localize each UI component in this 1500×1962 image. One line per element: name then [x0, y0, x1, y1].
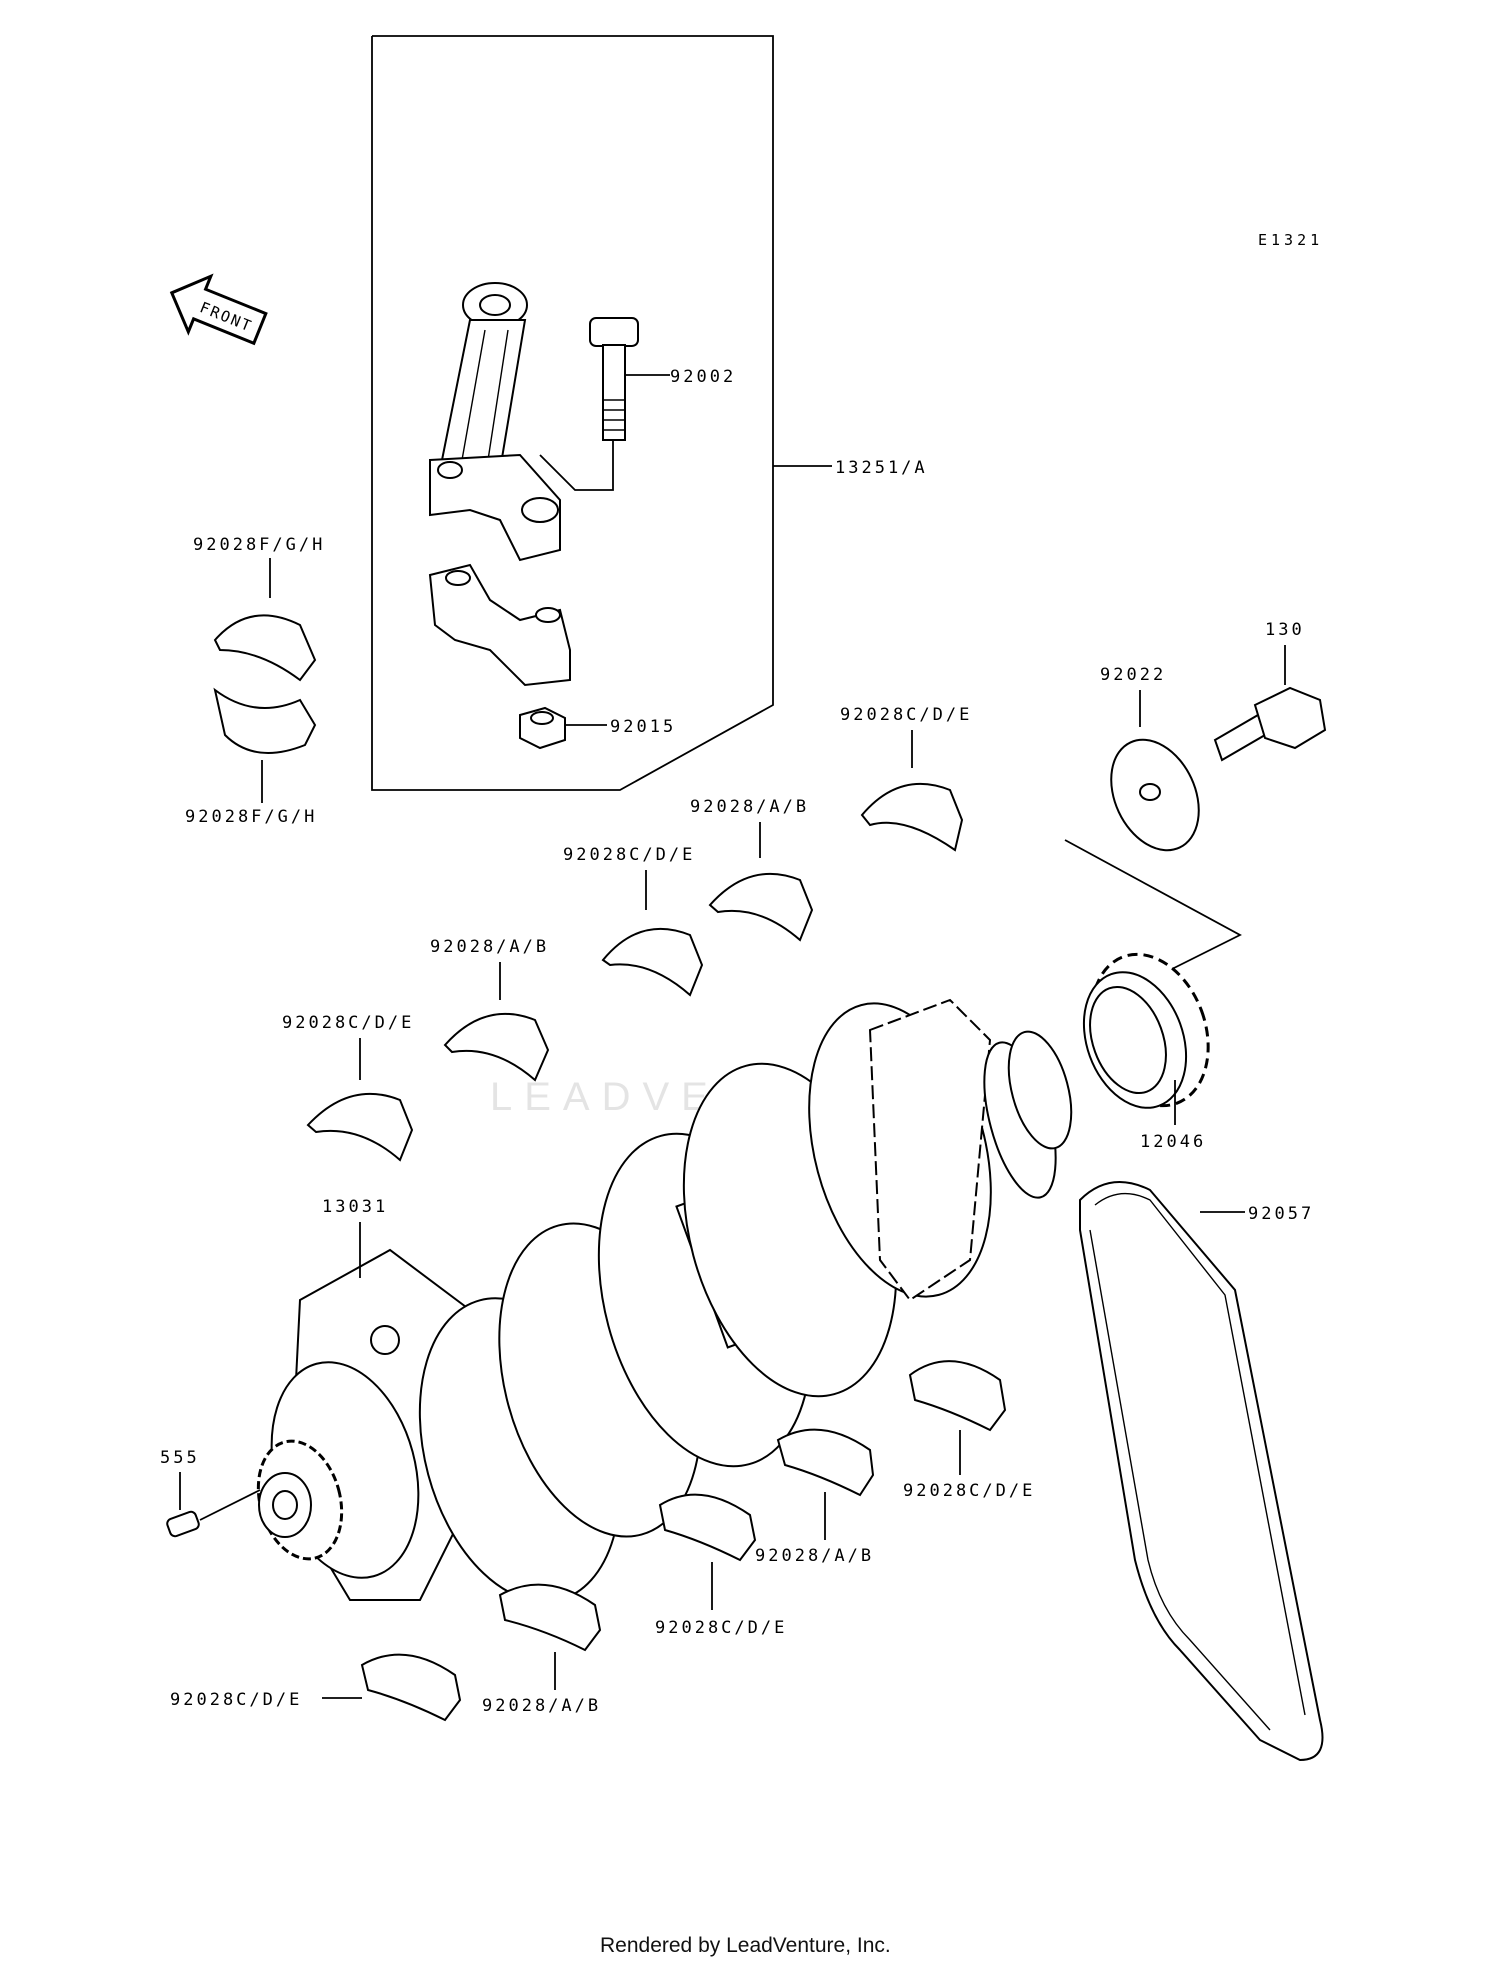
diagram-code: E1321: [1258, 231, 1323, 249]
label-92028ab-2: 92028/A/B: [430, 937, 549, 957]
connecting-rod: [429, 282, 561, 562]
cam-chain: [1079, 1181, 1324, 1762]
label-92015: 92015: [610, 717, 676, 737]
bearing-shell: [498, 1583, 602, 1652]
bearing-shell: [601, 927, 704, 997]
label-13031: 13031: [322, 1197, 388, 1217]
label-92028cde-1: 92028C/D/E: [840, 705, 972, 725]
label-92028fgh-top: 92028F/G/H: [193, 535, 325, 555]
label-13251a: 13251/A: [835, 458, 928, 478]
label-92022: 92022: [1100, 665, 1166, 685]
dowel-pin: [166, 1510, 200, 1538]
label-92028ab-1: 92028/A/B: [690, 797, 809, 817]
bearing-shell: [306, 1092, 414, 1162]
label-92028fgh-bottom: 92028F/G/H: [185, 807, 317, 827]
bolt-leader: [539, 440, 614, 491]
label-92057: 92057: [1248, 1204, 1314, 1224]
label-555: 555: [160, 1448, 200, 1468]
conrod-nut: [519, 706, 566, 750]
conrod-bolt: [589, 317, 639, 441]
label-92028cde-3: 92028C/D/E: [282, 1013, 414, 1033]
label-92028ab-3: 92028/A/B: [755, 1546, 874, 1566]
crank-bolt: [1213, 686, 1327, 762]
washer-leader: [1064, 839, 1242, 971]
bearing-shell: [213, 614, 317, 682]
label-92028cde-4: 92028C/D/E: [903, 1481, 1035, 1501]
label-92028cde-5: 92028C/D/E: [655, 1618, 787, 1638]
label-130: 130: [1265, 620, 1305, 640]
bearing-shell: [213, 687, 317, 754]
label-92028cde-2: 92028C/D/E: [563, 845, 695, 865]
label-92028cde-6: 92028C/D/E: [170, 1690, 302, 1710]
footer-credit: Rendered by LeadVenture, Inc.: [600, 1934, 891, 1957]
label-12046: 12046: [1140, 1132, 1206, 1152]
label-92028ab-4: 92028/A/B: [482, 1696, 601, 1716]
cam-sprocket: [1082, 952, 1210, 1109]
front-arrow-icon: FRONT: [169, 273, 268, 346]
bearing-shell: [658, 1493, 757, 1562]
bearing-shell: [708, 872, 814, 942]
bearing-shell: [360, 1653, 462, 1722]
rod-cap: [428, 563, 571, 687]
label-92002: 92002: [670, 367, 736, 387]
bearing-shell: [908, 1360, 1007, 1432]
crankshaft: [256, 998, 1073, 1603]
bearing-shell: [860, 782, 964, 852]
bearing-shell: [776, 1428, 875, 1497]
conrod-assembly-box: [371, 35, 774, 791]
bearing-shell: [443, 1012, 550, 1082]
